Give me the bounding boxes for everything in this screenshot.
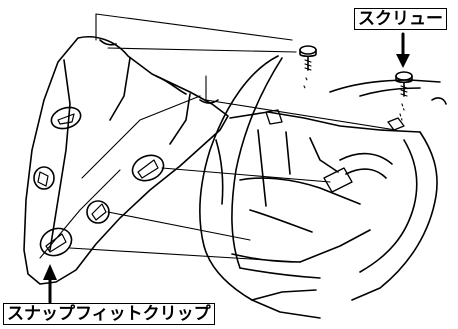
snap-fit-clips xyxy=(33,106,165,257)
vehicle-body xyxy=(198,55,447,319)
screw-label: スクリュー xyxy=(354,8,447,30)
snap-fit-clip-label: スナップフィットクリップ xyxy=(3,303,215,325)
screw-arrowhead xyxy=(396,54,410,68)
clip-mid-right xyxy=(131,154,165,182)
screw-right xyxy=(395,71,413,121)
screws xyxy=(299,45,413,121)
clip-bottom xyxy=(39,227,73,257)
arrows xyxy=(48,32,405,304)
clip-arrowhead xyxy=(43,264,57,280)
screw-left xyxy=(299,45,317,91)
clip-mid-left xyxy=(33,166,55,190)
cover-panel xyxy=(23,36,229,285)
clip-top xyxy=(50,106,82,130)
